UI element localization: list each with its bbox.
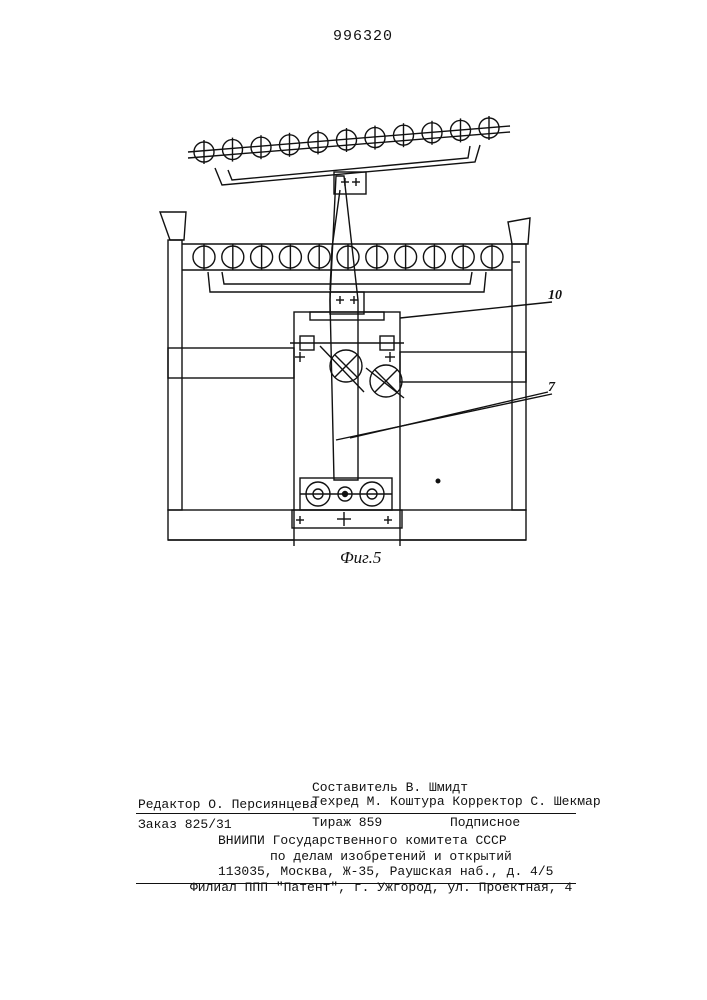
colophon-address: 113035, Москва, Ж-35, Раушская наб., д. …: [218, 864, 553, 879]
callout-7-leader: [350, 392, 548, 438]
callout-7: 7: [548, 380, 555, 396]
lower-roller: [251, 244, 273, 270]
lower-roller: [452, 244, 474, 270]
lower-roller-conveyor: [182, 244, 520, 292]
colophon-order: Заказ 825/31: [138, 817, 232, 832]
lower-roller: [193, 244, 215, 270]
upper-roller: [194, 140, 214, 164]
callout-10-leader: [400, 302, 552, 318]
upper-roller-conveyor: [188, 116, 510, 194]
colophon-editor: Редактор О. Персиянцева: [138, 797, 317, 812]
lower-roller: [337, 244, 359, 270]
colophon-compiler: Составитель В. Шмидт: [312, 780, 468, 795]
lower-roller: [423, 244, 445, 270]
colophon-branch: Филиал ППП "Патент", г. Ужгород, ул. Про…: [190, 880, 572, 895]
lower-roller: [395, 244, 417, 270]
lower-roller: [366, 244, 388, 270]
lower-roller: [279, 244, 301, 270]
colophon-org-line1: ВНИИПИ Государственного комитета СССР: [218, 833, 507, 848]
lower-roller: [222, 244, 244, 270]
colophon-org-line2: по делам изобретений и открытий: [270, 849, 512, 864]
colophon-subscription: Подписное: [450, 815, 520, 830]
lower-roller: [481, 244, 503, 270]
colophon-circulation: Тираж 859: [312, 815, 382, 830]
colophon-techred-corrector: Техред М. Коштура Корректор С. Шекмар: [312, 794, 601, 809]
colophon-rule-top: [136, 813, 576, 814]
figure-caption: Фиг.5: [340, 548, 381, 568]
lower-roller: [308, 244, 330, 270]
callout-10: 10: [548, 288, 562, 304]
